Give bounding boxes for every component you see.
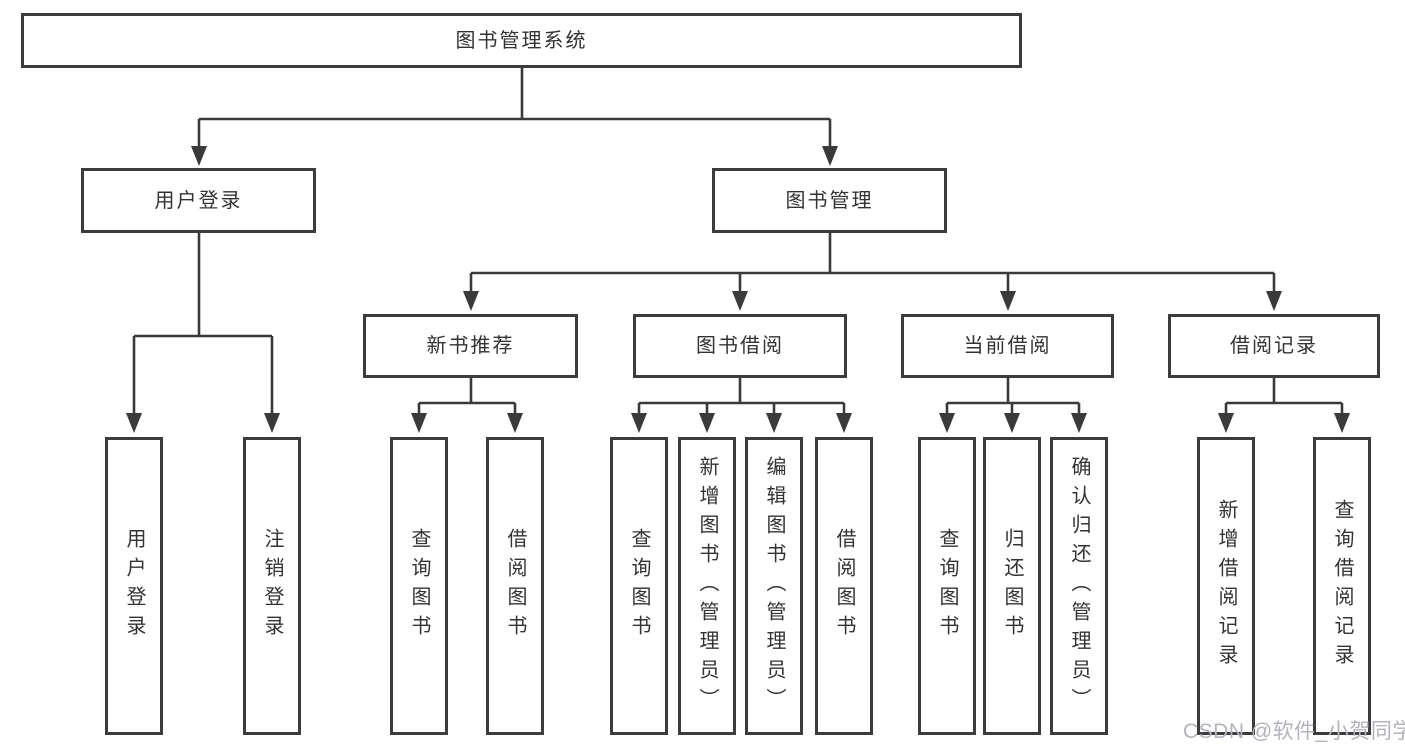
connector-borrow-records-children	[1218, 378, 1350, 433]
leaf-query-books-current: 查询图书	[918, 437, 976, 735]
connector-user-login-children	[126, 233, 280, 433]
watermark-text: CSDN @软件_小贺同学	[1183, 720, 1405, 743]
leaf-borrow-books-recommend: 借阅图书	[486, 437, 544, 735]
leaf-return-book: 归还图书	[983, 437, 1041, 735]
leaf-query-books-borrow: 查询图书	[610, 437, 668, 735]
leaf-query-books-recommend: 查询图书	[390, 437, 448, 735]
connector-root-to-level1	[191, 68, 838, 166]
connector-current-borrow-children	[939, 378, 1087, 433]
node-book-borrowing: 图书借阅	[633, 314, 847, 378]
node-user-login: 用户登录	[81, 168, 316, 233]
leaf-edit-book-admin: 编辑图书（管理员）	[745, 437, 803, 735]
node-new-book-recommendation: 新书推荐	[363, 314, 578, 378]
leaf-logout: 注销登录	[243, 437, 301, 735]
connector-book-management-children	[463, 233, 1282, 311]
leaf-borrow-books-borrow: 借阅图书	[815, 437, 873, 735]
connector-book-borrow-children	[631, 378, 852, 433]
leaf-add-borrow-record: 新增借阅记录	[1197, 437, 1255, 735]
connector-new-book-children	[411, 378, 523, 433]
node-library-management-system: 图书管理系统	[21, 13, 1022, 68]
leaf-user-login: 用户登录	[105, 437, 163, 735]
leaf-query-borrow-record: 查询借阅记录	[1313, 437, 1371, 735]
node-borrowing-records: 借阅记录	[1168, 314, 1380, 378]
node-book-management: 图书管理	[712, 168, 947, 233]
node-current-borrowing: 当前借阅	[901, 314, 1114, 378]
leaf-confirm-return-admin: 确认归还（管理员）	[1050, 437, 1108, 735]
leaf-add-book-admin: 新增图书（管理员）	[678, 437, 736, 735]
